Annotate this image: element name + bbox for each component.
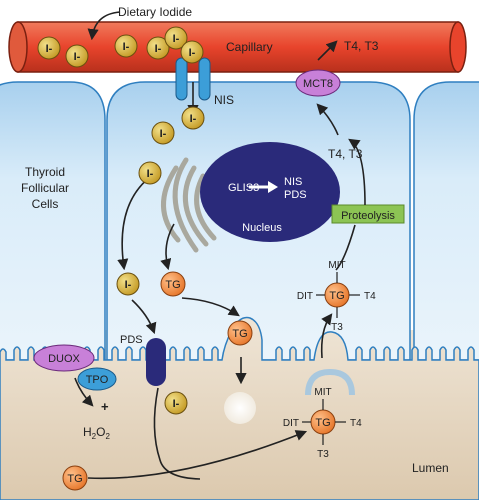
iodide-label: I- [173,33,180,45]
plus-sign: + [101,399,109,414]
iodide-label: I- [147,168,154,180]
pds-target-label: PDS [284,189,307,201]
iodide-molecule [164,26,188,50]
t4-label: T4 [364,291,376,302]
proteolysis-box [331,204,405,224]
pds-channel [146,338,166,386]
nis-target-label: NIS [284,176,302,188]
iodide-label: I- [160,128,167,140]
duox-enzyme [33,344,95,372]
iodide-molecule [116,272,140,296]
t3-label: T3 [331,322,343,333]
thyroglobulin-label: TG [315,417,330,429]
iodide-label: I- [155,43,162,55]
nucleus [200,142,340,242]
iodide-label: I- [123,41,130,53]
iodide-molecule [146,36,170,60]
iodide-label: I- [125,279,132,291]
pds-channel-label: PDS [120,334,143,346]
t4-t3-cell-label: T4, T3 [328,147,363,161]
glis3-label: GLIS3 [228,182,259,194]
thyroid-cells-label-line3: Cells [32,197,59,211]
thyroglobulin-molecule [62,465,88,491]
dietary-iodide-label: Dietary Iodide [118,5,192,19]
t4-label-lumen: T4 [350,418,362,429]
mit-label: MIT [328,260,345,271]
thyroglobulin-molecule [227,320,253,346]
h2o2-label: H2O2 [83,425,110,441]
dit-label: DIT [297,291,313,302]
exocytosis-vesicle [224,392,256,424]
iodide-label: I- [74,51,81,63]
iodide-label: I- [46,43,53,55]
pathway-arrows [74,11,366,480]
thyroglobulin-labels: TG TG TG TG TG [67,279,344,485]
iodide-molecules [37,26,205,415]
thyroglobulin-label: TG [165,279,180,291]
iodide-molecule [181,106,205,130]
golgi-apparatus [161,157,217,253]
tpo-label: TPO [86,374,109,386]
iodide-molecule [180,40,204,64]
tpo-enzyme [77,367,117,391]
iodide-label: I- [189,47,196,59]
capillary-label: Capillary [226,40,273,54]
proteolysis-label: Proteolysis [341,210,395,222]
iodinated-tg-bonds [302,272,360,445]
thyroglobulin-molecule [160,271,186,297]
iodide-label: I- [190,113,197,125]
iodide-molecule [151,121,175,145]
iodide-molecule [138,161,162,185]
mct8-transporter [295,69,341,97]
thyroglobulin-label: TG [329,290,344,302]
duox-label: DUOX [48,353,80,365]
iodide-molecule [164,391,188,415]
iodide-molecule [114,34,138,58]
thyroglobulin-label: TG [67,473,82,485]
iodide-label: I- [173,398,180,410]
mit-label-lumen: MIT [314,387,331,398]
nis-channel [175,57,211,101]
capillary [8,21,467,73]
nis-channel-label: NIS [214,93,234,107]
thyroglobulin-molecules [62,271,350,491]
thyroid-cells-label-line1: Thyroid [25,165,65,179]
endocytosis-vesicle [305,368,355,396]
t4-t3-blood-label: T4, T3 [344,39,379,53]
mct8-label: MCT8 [303,78,333,90]
iodide-molecule [65,44,89,68]
nucleus-label: Nucleus [242,222,282,234]
thyroid-cells-label-line2: Follicular [21,181,69,195]
iodide-labels: I- I- I- I- I- I- I- I- I- I- I- [46,33,197,410]
thyroglobulin-label: TG [232,328,247,340]
iodide-molecule [37,36,61,60]
glis3-arrow [249,181,278,193]
dit-label-lumen: DIT [283,418,299,429]
t3-label-lumen: T3 [317,449,329,460]
lumen-label: Lumen [412,461,449,475]
